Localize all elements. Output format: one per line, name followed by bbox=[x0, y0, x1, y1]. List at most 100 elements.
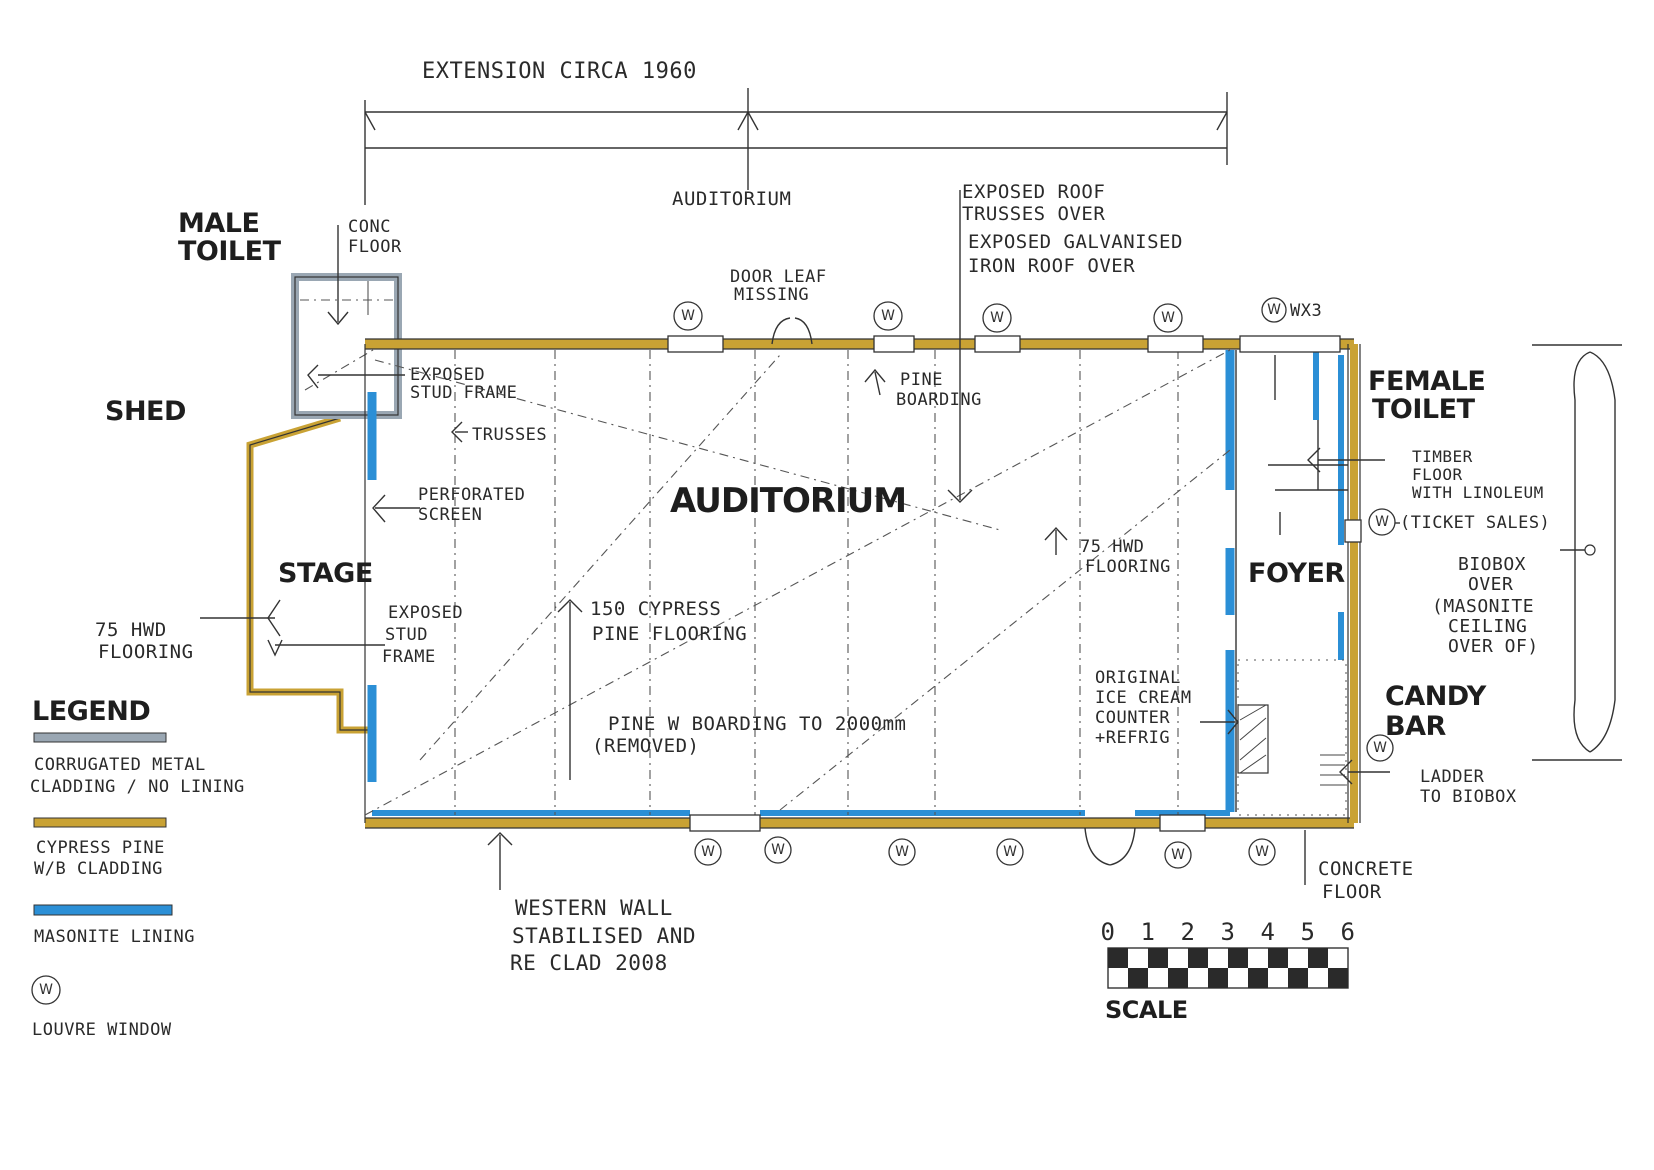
western-wall-label: WESTERN WALL bbox=[515, 896, 673, 920]
conc-floor-label: CONC bbox=[348, 217, 391, 237]
pine-boarding-label: PINE bbox=[900, 370, 943, 390]
legend-swatch-corrugated bbox=[33, 732, 167, 743]
window-icon bbox=[996, 838, 1024, 866]
legend: LEGEND CORRUGATED METAL CLADDING / NO LI… bbox=[30, 696, 245, 1040]
window-icon bbox=[1261, 297, 1287, 323]
ice-cream-counter-label: ICE CREAM bbox=[1095, 688, 1192, 708]
auditorium-top-label: AUDITORIUM bbox=[672, 188, 791, 210]
door-leaf-label: MISSING bbox=[734, 285, 809, 305]
galvanised-roof-label: EXPOSED GALVANISED bbox=[968, 231, 1183, 253]
window-symbol: W bbox=[681, 308, 695, 324]
scale-label: SCALE bbox=[1105, 996, 1188, 1024]
scale-tick-label: 2 bbox=[1181, 918, 1196, 946]
exposed-stud-label: STUD FRAME bbox=[410, 383, 517, 403]
pine-boarding-label: BOARDING bbox=[896, 390, 982, 410]
timber-floor-label: TIMBER bbox=[1412, 447, 1473, 466]
window-symbol: W bbox=[1003, 844, 1017, 860]
scale-cell bbox=[1308, 948, 1328, 968]
galvanised-roof-label: IRON ROOF OVER bbox=[968, 255, 1135, 277]
window-symbol: W bbox=[881, 308, 895, 324]
timber-floor-label: FLOOR bbox=[1412, 465, 1463, 484]
scale-cell bbox=[1168, 968, 1188, 988]
foyer-label: FOYER bbox=[1248, 558, 1345, 589]
leader-lines bbox=[200, 190, 1622, 890]
hwd-flooring-left-label: FLOORING bbox=[98, 641, 194, 663]
window-symbol: W bbox=[1161, 310, 1175, 326]
female-toilet-label: TOILET bbox=[1372, 394, 1476, 425]
exposed-stud-frame-label: STUD bbox=[385, 625, 428, 645]
stage-shed-outline bbox=[246, 414, 368, 734]
windows-x3-label: WX3 bbox=[1290, 301, 1322, 321]
biobox-label: OVER bbox=[1468, 574, 1513, 595]
window-icon bbox=[1164, 841, 1192, 869]
shed-label: SHED bbox=[105, 396, 186, 427]
window-symbol: W bbox=[771, 842, 785, 858]
ticket-sales-label: (TICKET SALES) bbox=[1400, 513, 1550, 533]
window-symbol: W bbox=[990, 310, 1004, 326]
window-symbol: W bbox=[895, 844, 909, 860]
extension-label: EXTENSION CIRCA 1960 bbox=[422, 59, 697, 84]
window-symbol: W bbox=[1255, 844, 1269, 860]
pine-w-boarding-label: PINE W BOARDING TO 2000mm bbox=[608, 713, 906, 735]
scale-cell bbox=[1248, 968, 1268, 988]
scale-cell bbox=[1188, 948, 1208, 968]
window-icon bbox=[764, 836, 792, 864]
window-icon bbox=[694, 838, 722, 866]
scale-tick-label: 6 bbox=[1341, 918, 1356, 946]
window-icon bbox=[1366, 734, 1394, 762]
hwd-flooring-right-label: 75 HWD bbox=[1080, 537, 1144, 557]
scale-tick-label: 0 bbox=[1101, 918, 1116, 946]
window-icon bbox=[1153, 303, 1183, 333]
window-symbol: W bbox=[1171, 847, 1185, 863]
exposed-stud-frame-label: FRAME bbox=[382, 647, 436, 667]
ladder-label: TO BIOBOX bbox=[1420, 787, 1517, 807]
window-symbol: W bbox=[1267, 302, 1281, 318]
legend-cypress-label: W/B CLADDING bbox=[34, 859, 163, 879]
stage-label: STAGE bbox=[278, 558, 373, 589]
window-icon bbox=[888, 838, 916, 866]
concrete-floor-label: CONCRETE bbox=[1318, 858, 1414, 880]
roof-trusses bbox=[364, 349, 1231, 816]
exposed-trusses-label: EXPOSED ROOF bbox=[962, 181, 1105, 203]
legend-corrugated-label: CLADDING / NO LINING bbox=[30, 777, 245, 797]
exposed-stud-frame-label: EXPOSED bbox=[388, 603, 463, 623]
cypress-flooring-label: PINE FLOORING bbox=[592, 623, 747, 645]
scale-cell bbox=[1148, 948, 1168, 968]
biobox-label: BIOBOX bbox=[1458, 554, 1526, 575]
door-leaf-label: DOOR LEAF bbox=[730, 267, 827, 287]
scale-cell bbox=[1268, 948, 1288, 968]
exposed-trusses-label: TRUSSES OVER bbox=[962, 203, 1105, 225]
hwd-flooring-right-label: FLOORING bbox=[1085, 557, 1171, 577]
legend-window-symbol: W bbox=[39, 982, 53, 998]
scale-tick-label: 4 bbox=[1261, 918, 1276, 946]
concrete-floor-label: FLOOR bbox=[1322, 881, 1382, 903]
biobox-label: CEILING bbox=[1448, 616, 1527, 637]
legend-cypress-label: CYPRESS PINE bbox=[36, 838, 165, 858]
scale-cell bbox=[1208, 968, 1228, 988]
auditorium-main-label: AUDITORIUM bbox=[670, 481, 906, 521]
ice-cream-counter-label: +REFRIG bbox=[1095, 728, 1170, 748]
legend-swatch-cypress bbox=[33, 817, 167, 828]
cypress-flooring-label: 150 CYPRESS bbox=[590, 598, 721, 620]
scale-cell bbox=[1328, 968, 1348, 988]
scale-cell bbox=[1108, 948, 1128, 968]
legend-swatch-masonite bbox=[33, 904, 173, 916]
scale-cell bbox=[1288, 968, 1308, 988]
male-toilet-label: MALE bbox=[178, 208, 259, 239]
window-icon bbox=[673, 301, 703, 331]
candy-bar-label: CANDY bbox=[1385, 681, 1487, 712]
window-symbol: W bbox=[1375, 514, 1389, 530]
window-symbol: W bbox=[701, 844, 715, 860]
ice-cream-counter-label: COUNTER bbox=[1095, 708, 1170, 728]
conc-floor-label: FLOOR bbox=[348, 237, 402, 257]
legend-title: LEGEND bbox=[32, 696, 150, 727]
louvre-windows: W W W W W W W W W W W W W bbox=[667, 297, 1396, 869]
female-toilet-label: FEMALE bbox=[1368, 366, 1485, 397]
biobox-label: (MASONITE bbox=[1432, 596, 1534, 617]
extension-dimension bbox=[364, 88, 1228, 205]
perforated-screen-label: SCREEN bbox=[418, 505, 482, 525]
exposed-stud-label: EXPOSED bbox=[410, 365, 485, 385]
window-icon bbox=[1248, 838, 1276, 866]
